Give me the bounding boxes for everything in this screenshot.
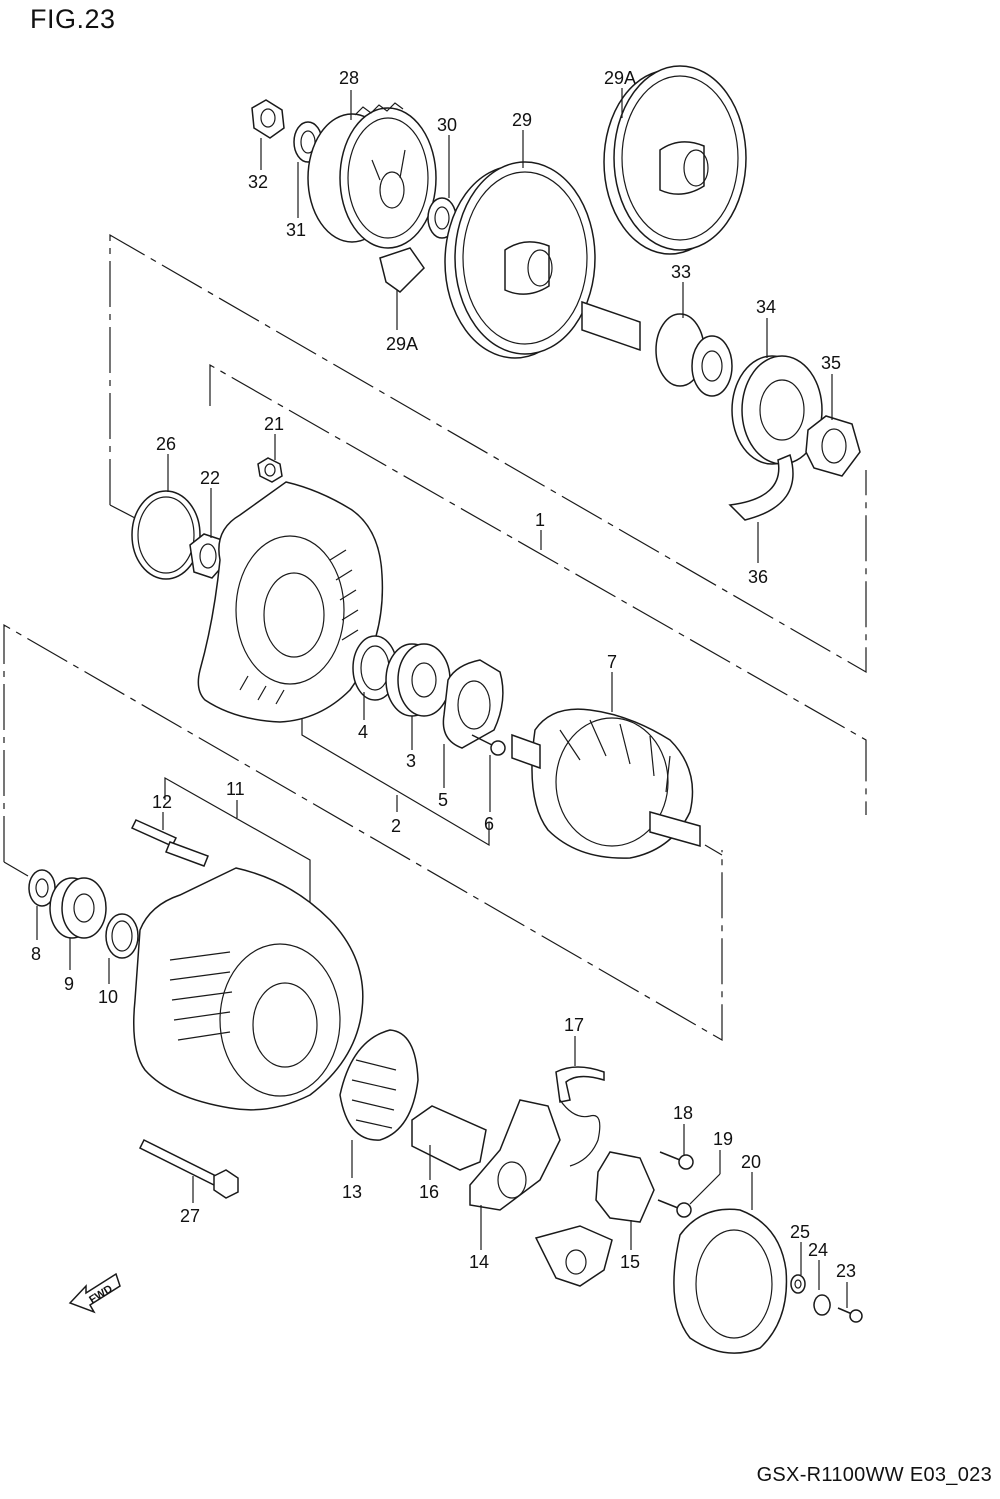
callout-20: 20 bbox=[741, 1152, 761, 1172]
key-30 bbox=[379, 247, 425, 293]
screw-18 bbox=[659, 1151, 694, 1170]
driven-gear-29a bbox=[603, 65, 747, 255]
brush-holder-15 bbox=[534, 1151, 655, 1287]
callout-labels: 28 29A 30 29 32 31 33 34 29A 35 21 26 22… bbox=[31, 68, 856, 1281]
lead-17 bbox=[555, 1066, 605, 1167]
callout-16: 16 bbox=[419, 1182, 439, 1202]
bearing-35 bbox=[731, 355, 823, 465]
callout-21: 21 bbox=[264, 414, 284, 434]
screw-19 bbox=[657, 1199, 692, 1218]
fwd-arrow: FWD bbox=[68, 1272, 121, 1314]
ring-10 bbox=[105, 913, 139, 959]
callout-26: 26 bbox=[156, 434, 176, 454]
callout-33: 32 bbox=[248, 172, 268, 192]
rear-housing-group bbox=[28, 819, 863, 1354]
callout-5: 5 bbox=[438, 790, 448, 810]
callout-9: 9 bbox=[64, 974, 74, 994]
stator-13 bbox=[339, 1029, 419, 1141]
retainer-5 bbox=[442, 659, 504, 749]
callout-29a: 29A bbox=[604, 68, 636, 88]
callout-30: 29A bbox=[386, 334, 418, 354]
callout-35: 34 bbox=[756, 297, 776, 317]
screw-23 bbox=[837, 1307, 863, 1323]
callout-34: 33 bbox=[671, 262, 691, 282]
callout-17: 17 bbox=[564, 1015, 584, 1035]
cover-20 bbox=[673, 1208, 788, 1354]
bracket-group-2 bbox=[209, 363, 867, 815]
callout-1: 1 bbox=[535, 510, 545, 530]
bearing-3 bbox=[385, 643, 451, 717]
callout-11: 11 bbox=[226, 779, 245, 799]
front-housing-group bbox=[131, 457, 701, 859]
callout-37: 36 bbox=[748, 567, 768, 587]
callout-4: 4 bbox=[358, 722, 368, 742]
starter-clutch-group bbox=[251, 65, 861, 521]
callout-6: 6 bbox=[484, 814, 494, 834]
circlip-37 bbox=[728, 453, 794, 521]
callout-23: 23 bbox=[836, 1261, 856, 1281]
callout-12: 12 bbox=[152, 792, 172, 812]
stud-12 bbox=[130, 819, 209, 867]
figure-title: FIG.23 bbox=[30, 4, 116, 34]
nut-36 bbox=[805, 415, 861, 477]
bolt-27 bbox=[138, 1138, 239, 1199]
callout-leaders bbox=[36, 88, 848, 1308]
driven-gear-29 bbox=[444, 161, 596, 359]
callout-29: 29 bbox=[512, 110, 532, 130]
callout-18: 18 bbox=[673, 1103, 693, 1123]
callout-2: 2 bbox=[391, 816, 401, 836]
callout-25: 25 bbox=[790, 1222, 810, 1242]
callout-19: 19 bbox=[713, 1129, 733, 1149]
holder-16 bbox=[411, 1105, 487, 1171]
o-ring-26 bbox=[131, 490, 201, 580]
washer-24 bbox=[813, 1294, 831, 1316]
bracket-group-3 bbox=[3, 623, 723, 1042]
bearing-9 bbox=[49, 877, 107, 939]
starter-gear-28 bbox=[307, 102, 437, 249]
washer-25 bbox=[790, 1274, 806, 1294]
callout-3: 3 bbox=[406, 751, 416, 771]
figure-code: GSX-R1100WW E03_023 bbox=[756, 1464, 992, 1486]
screw-6 bbox=[471, 734, 506, 756]
callout-8: 8 bbox=[31, 944, 41, 964]
callout-32: 31 bbox=[286, 220, 306, 240]
callout-27: 27 bbox=[180, 1206, 200, 1226]
callout-36: 35 bbox=[821, 353, 841, 373]
bracket-group-1 bbox=[109, 233, 867, 674]
callout-22: 22 bbox=[200, 468, 220, 488]
callout-15: 15 bbox=[620, 1252, 640, 1272]
callout-31: 30 bbox=[437, 115, 457, 135]
assembly-brackets bbox=[3, 233, 867, 1042]
callout-14: 14 bbox=[469, 1252, 489, 1272]
callout-13: 13 bbox=[342, 1182, 362, 1202]
nut-33 bbox=[251, 99, 285, 139]
shaft-34 bbox=[581, 300, 733, 397]
front-housing bbox=[197, 481, 384, 723]
callout-10: 10 bbox=[98, 987, 118, 1007]
rear-housing-11 bbox=[133, 867, 364, 1111]
callout-24: 24 bbox=[808, 1240, 828, 1260]
nut-21 bbox=[257, 457, 283, 483]
callout-28: 28 bbox=[339, 68, 359, 88]
callout-7: 7 bbox=[607, 652, 617, 672]
rotor-7 bbox=[511, 708, 701, 859]
regulator-14 bbox=[469, 1099, 561, 1211]
